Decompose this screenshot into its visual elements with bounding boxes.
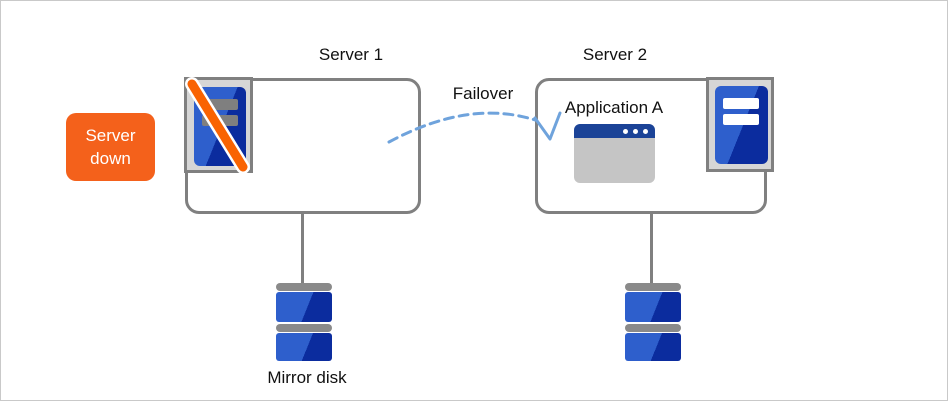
- server1-disk-connector: [301, 213, 304, 284]
- server2-server-icon: [715, 86, 768, 164]
- server-bar: [723, 114, 759, 125]
- server2-title: Server 2: [582, 45, 648, 64]
- application-label: Application A: [564, 98, 664, 117]
- disabled-slash-icon: [185, 77, 250, 174]
- disk-platter: [276, 333, 332, 361]
- disk-cap: [276, 283, 332, 291]
- failover-label: Failover: [452, 84, 514, 103]
- mirror-disk-icon-left: [276, 283, 332, 361]
- disk-cap: [625, 324, 681, 332]
- application-window-body: [574, 138, 655, 183]
- server2-disk-connector: [650, 213, 653, 284]
- window-dot-icon: [623, 128, 628, 134]
- application-window-icon: [574, 124, 655, 183]
- server-down-badge: Server down: [66, 113, 155, 181]
- mirror-disk-icon-right: [625, 283, 681, 361]
- application-window-titlebar: [574, 124, 655, 138]
- mirror-disk-label: Mirror disk: [267, 368, 347, 387]
- server-bar: [723, 98, 759, 109]
- server1-title: Server 1: [318, 45, 384, 64]
- disk-platter: [625, 292, 681, 322]
- disk-cap: [625, 283, 681, 291]
- disk-cap: [276, 324, 332, 332]
- window-dot-icon: [633, 128, 638, 134]
- window-dot-icon: [643, 128, 648, 134]
- disk-platter: [276, 292, 332, 322]
- server2-icon-frame: [706, 77, 774, 172]
- server-bar: [202, 99, 238, 110]
- server1-icon-frame: [184, 77, 253, 174]
- disk-platter: [625, 333, 681, 361]
